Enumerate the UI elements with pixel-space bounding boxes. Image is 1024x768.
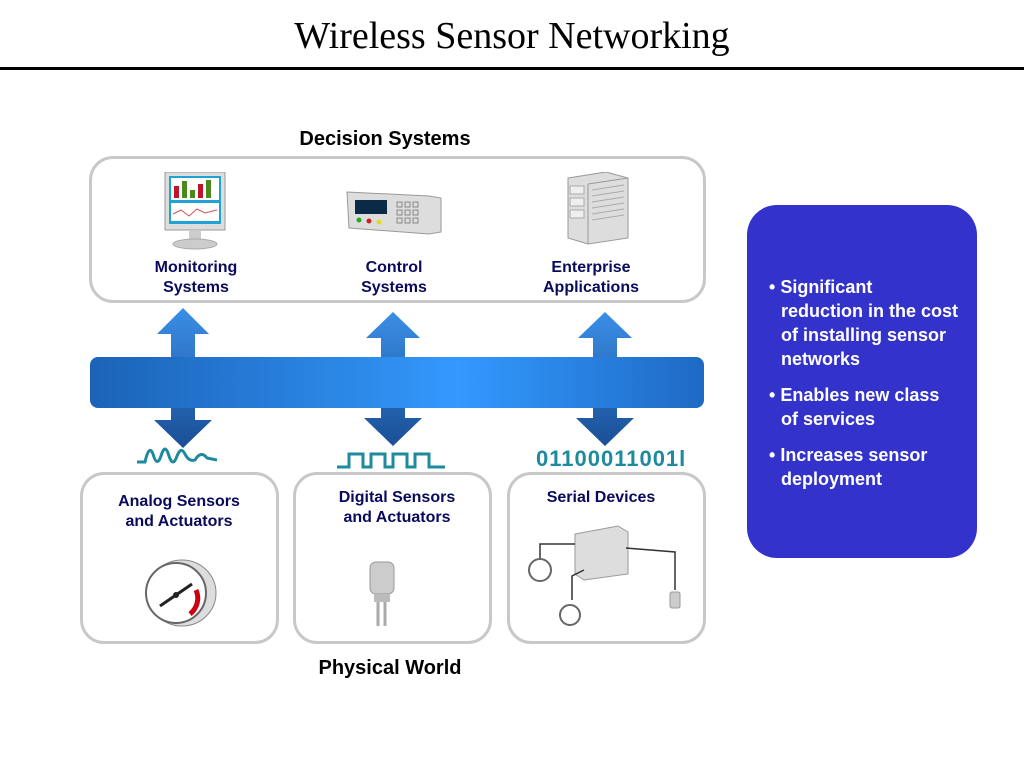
wireless-network-bus xyxy=(90,357,704,408)
slide-title: Wireless Sensor Networking xyxy=(294,15,730,57)
benefits-panel: • Significant reduction in the cost of i… xyxy=(747,205,977,558)
label-line: Applications xyxy=(542,279,639,296)
label-line: Control xyxy=(365,259,423,276)
serial-devices-label: Serial Devices xyxy=(511,488,691,508)
label-line: Monitoring xyxy=(154,259,238,276)
title-divider xyxy=(0,67,1024,70)
physical-world-header: Physical World xyxy=(318,657,462,679)
server-icon xyxy=(567,172,629,245)
decision-systems-header: Decision Systems xyxy=(299,128,471,150)
bullet-item: • Enables new class of services xyxy=(769,385,940,429)
bullet-text: Enables new class of services xyxy=(780,385,940,429)
benefits-list: • Significant reduction in the cost of i… xyxy=(747,205,977,491)
bullet-item: • Increases sensor deployment xyxy=(769,445,928,489)
label-line: Systems xyxy=(361,279,427,296)
label-line: and Actuators xyxy=(125,513,233,530)
serial-devices-box xyxy=(507,472,706,644)
analog-sensors-box xyxy=(80,472,279,644)
monitor-icon xyxy=(164,172,226,250)
label-line: Serial Devices xyxy=(546,489,656,506)
label-line: Analog Sensors xyxy=(118,493,240,510)
bullet-text: Significant reduction in the cost of ins… xyxy=(780,277,959,369)
serial-device-icon xyxy=(528,525,681,626)
gauge-icon xyxy=(145,559,217,627)
label-line: Digital Sensors xyxy=(338,489,456,506)
digital-sensors-label: Digital Sensors and Actuators xyxy=(307,488,487,528)
binary-signal-text: 01100011001l xyxy=(536,446,687,471)
control-panel-icon xyxy=(346,191,442,235)
label-line: and Actuators xyxy=(343,509,451,526)
analog-sensors-label: Analog Sensors and Actuators xyxy=(89,492,269,532)
digital-sensors-box xyxy=(293,472,492,644)
bullet-item: • Significant reduction in the cost of i… xyxy=(769,277,959,369)
label-line: Enterprise xyxy=(551,259,631,276)
bullet-text: Increases sensor deployment xyxy=(780,445,928,489)
analog-wave-icon xyxy=(137,447,218,464)
sensor-icon xyxy=(369,561,395,626)
label-line: Systems xyxy=(163,279,229,296)
square-wave-icon xyxy=(337,452,445,469)
